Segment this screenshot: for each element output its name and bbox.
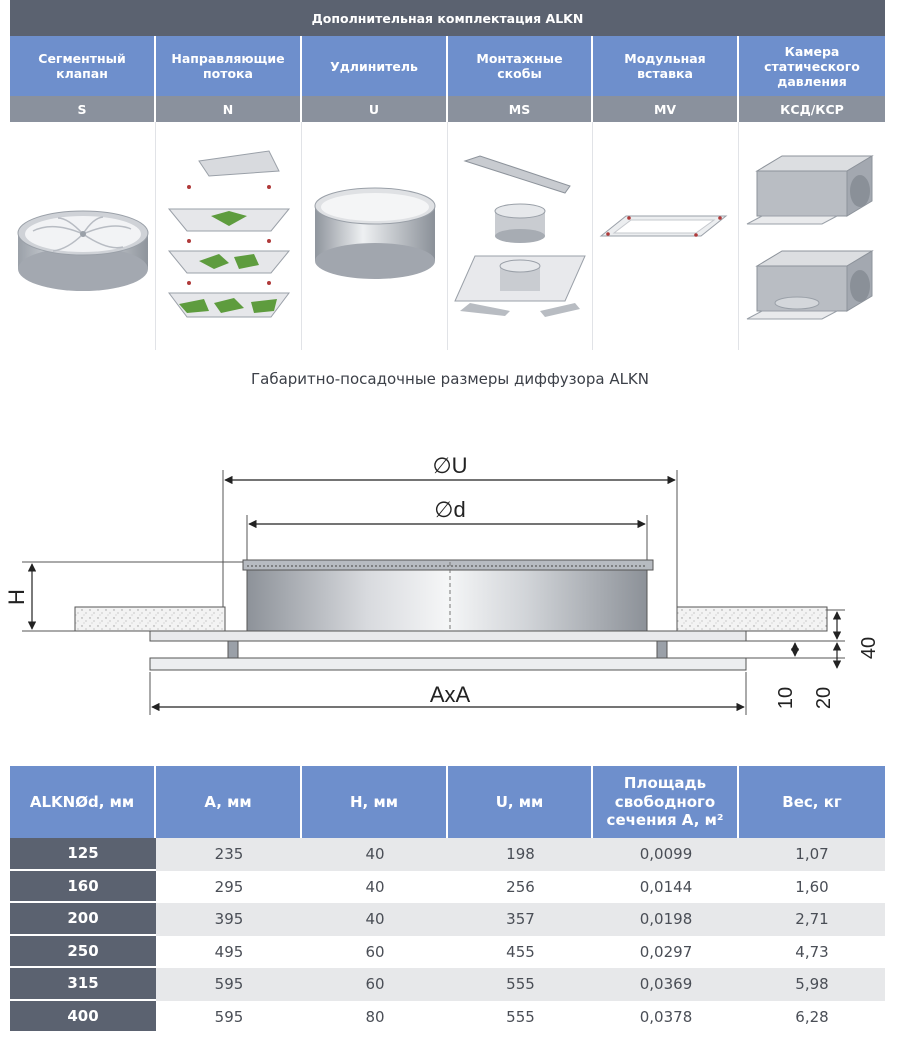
modular-insert-illustration <box>593 122 739 350</box>
table-cell: 125 <box>10 838 156 871</box>
table-cell: 495 <box>156 935 302 968</box>
accessory-name: Камера статического давления <box>764 43 860 89</box>
table-cell: 0,0099 <box>593 838 739 871</box>
plenum-chamber-illustration <box>739 122 885 350</box>
ceiling-panel-left <box>74 606 226 632</box>
column-header: A, мм <box>156 766 302 838</box>
accessory-name: Монтажные скобы <box>448 36 593 96</box>
accessory-name: Модульная вставка <box>593 36 739 96</box>
diffuser-dimension-drawing: ∅U ∅d AxA H 40 10 20 <box>4 453 880 715</box>
diffuser-spigot <box>246 563 648 633</box>
accessory-name: Направляющие потока <box>156 36 302 96</box>
table-cell: 555 <box>448 968 593 1001</box>
column-header: Вес, кг <box>782 792 842 811</box>
accessory-name: Удлинитель <box>302 36 448 96</box>
column-header: Площадь свободного сечения A, м² <box>593 766 739 838</box>
dimensions-header-row: ALKNØd, мм A, мм H, мм U, мм Площадь сво… <box>10 766 885 838</box>
label-d: ∅d <box>434 497 465 522</box>
table-cell: 5,98 <box>739 968 885 1001</box>
drawing-title: Габаритно-посадочные размеры диффузора A… <box>251 370 649 388</box>
table-cell: 40 <box>302 870 448 903</box>
table-cell: 60 <box>302 968 448 1001</box>
column-header: U, мм <box>448 766 593 838</box>
accessories-image-row <box>10 122 885 350</box>
mounting-plate <box>149 630 747 642</box>
accessory-code: U <box>302 96 448 122</box>
column-header: ALKNØd, мм <box>10 766 156 838</box>
label-axa: AxA <box>430 682 471 707</box>
table-cell: 0,0369 <box>593 968 739 1001</box>
accessory-code: MS <box>448 96 593 122</box>
label-20: 20 <box>813 687 835 709</box>
table-cell: 0,0378 <box>593 1000 739 1033</box>
table-cell: 595 <box>156 1000 302 1033</box>
extender-illustration <box>302 122 448 350</box>
table-row: 250 495 60 455 0,0297 4,73 <box>10 935 885 968</box>
accessory-code: MV <box>593 96 739 122</box>
table-cell: 250 <box>10 935 156 968</box>
label-10: 10 <box>775 687 797 709</box>
table-cell: 40 <box>302 903 448 936</box>
table-row: 125 235 40 198 0,0099 1,07 <box>10 838 885 871</box>
table-cell: 555 <box>448 1000 593 1033</box>
front-panel <box>149 657 747 671</box>
table-cell: 595 <box>156 968 302 1001</box>
table-row: 160 295 40 256 0,0144 1,60 <box>10 870 885 903</box>
table-cell: 4,73 <box>739 935 885 968</box>
table-cell: 455 <box>448 935 593 968</box>
label-u: ∅U <box>432 453 467 478</box>
table-cell: 60 <box>302 935 448 968</box>
table-cell: 295 <box>156 870 302 903</box>
table-cell: 357 <box>448 903 593 936</box>
segment-valve-illustration <box>10 122 156 350</box>
label-h: H <box>4 589 29 605</box>
table-row: 400 595 80 555 0,0378 6,28 <box>10 1000 885 1033</box>
ceiling-panel-right <box>676 606 828 632</box>
mounting-brackets-illustration <box>448 122 593 350</box>
table-cell: 40 <box>302 838 448 871</box>
table-cell: 6,28 <box>739 1000 885 1033</box>
table-row: 315 595 60 555 0,0369 5,98 <box>10 968 885 1001</box>
accessory-code: S <box>10 96 156 122</box>
table-cell: 235 <box>156 838 302 871</box>
table-cell: 80 <box>302 1000 448 1033</box>
flow-guides-illustration <box>156 122 302 350</box>
accessories-table: Дополнительная комплектация ALKN Сегмент… <box>10 0 885 350</box>
accessory-code: КСД/КСР <box>780 101 844 117</box>
table-cell: 2,71 <box>739 903 885 936</box>
accessory-name: Сегментный клапан <box>10 36 156 96</box>
dimensions-table: ALKNØd, мм A, мм H, мм U, мм Площадь сво… <box>10 766 885 1033</box>
label-40: 40 <box>858 637 880 659</box>
table-cell: 400 <box>10 1000 156 1033</box>
table-cell: 160 <box>10 870 156 903</box>
accessories-title: Дополнительная комплектация ALKN <box>10 0 885 36</box>
table-cell: 1,60 <box>739 870 885 903</box>
accessories-header-row: Сегментный клапан Направляющие потока Уд… <box>10 36 885 96</box>
table-cell: 0,0297 <box>593 935 739 968</box>
table-cell: 1,07 <box>739 838 885 871</box>
table-cell: 256 <box>448 870 593 903</box>
table-cell: 200 <box>10 903 156 936</box>
table-cell: 198 <box>448 838 593 871</box>
table-cell: 315 <box>10 968 156 1001</box>
accessory-code: N <box>156 96 302 122</box>
accessories-code-row: S N U MS MV КСД/КСР <box>10 96 885 122</box>
table-row: 200 395 40 357 0,0198 2,71 <box>10 903 885 936</box>
column-header: H, мм <box>302 766 448 838</box>
table-cell: 0,0144 <box>593 870 739 903</box>
table-cell: 395 <box>156 903 302 936</box>
table-cell: 0,0198 <box>593 903 739 936</box>
